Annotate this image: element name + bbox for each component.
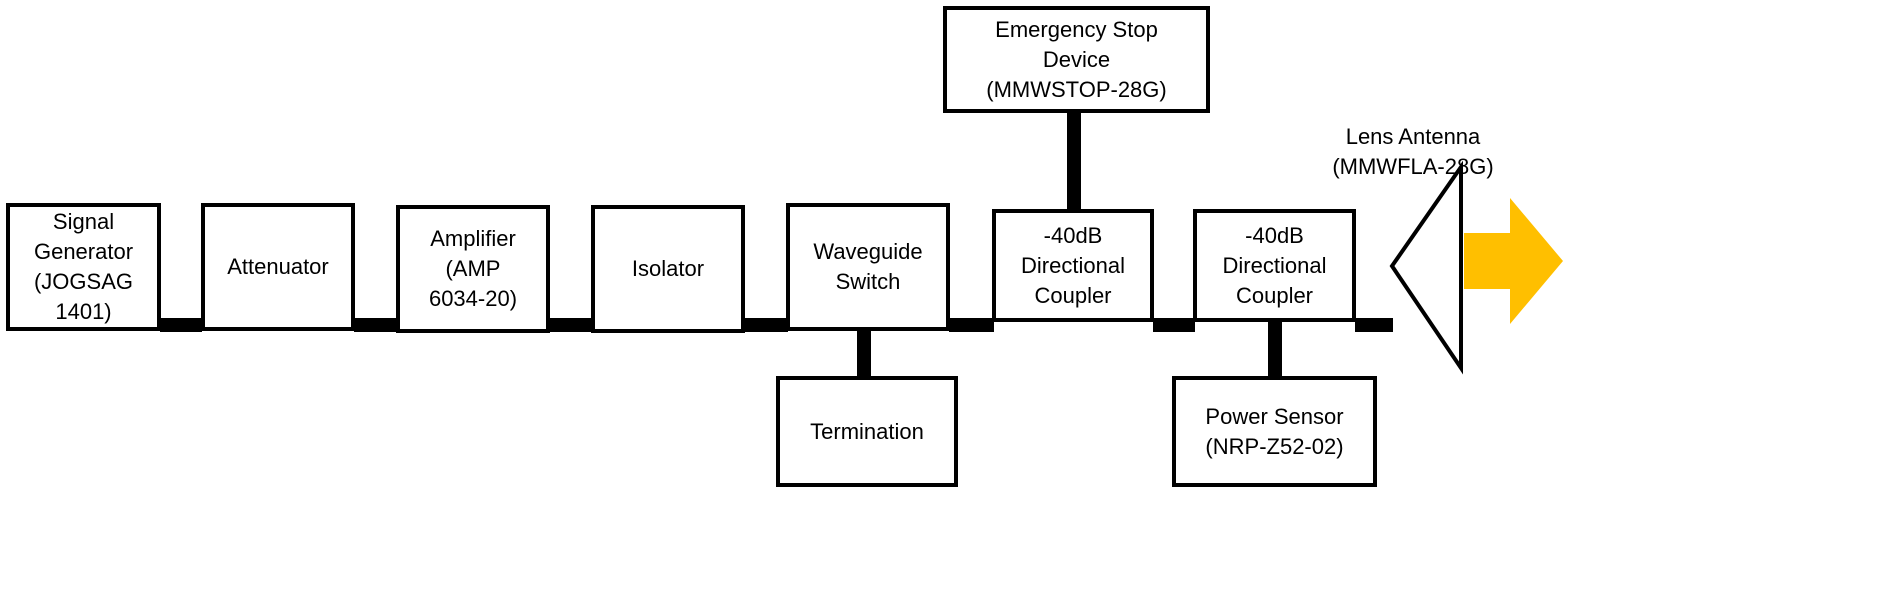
isolator-block: Isolator (591, 205, 745, 333)
link-coupler1-coupler2 (1153, 318, 1195, 332)
waveguide-switch-label: Waveguide Switch (813, 239, 923, 294)
radiation-arrow-icon (1464, 198, 1563, 324)
link-attenuator-amplifier (354, 318, 398, 332)
lens-antenna-label: Lens Antenna (MMWFLA-28G) (1332, 124, 1494, 179)
power-sensor-label: Power Sensor (NRP-Z52-02) (1205, 403, 1344, 459)
termination-label: Termination (810, 418, 924, 444)
link-isolator-switch (744, 318, 788, 332)
signal-generator-label: Signal Generator (JOGSAG 1401) (33, 209, 134, 324)
horn-antenna-icon (1389, 160, 1463, 375)
waveguide-switch-block: Waveguide Switch (786, 203, 950, 331)
attenuator-block: Attenuator (201, 203, 355, 331)
emergency-stop-label: Emergency Stop Device (MMWSTOP-28G) (986, 16, 1167, 102)
link-switch-coupler1 (949, 318, 994, 332)
link-switch-termination (857, 330, 871, 378)
signal-generator-block: Signal Generator (JOGSAG 1401) (6, 203, 161, 331)
coupler-2-block: -40dB Directional Coupler (1193, 209, 1356, 322)
termination-block: Termination (776, 376, 958, 487)
emergency-stop-block: Emergency Stop Device (MMWSTOP-28G) (943, 6, 1210, 113)
amplifier-label: Amplifier (AMP 6034-20) (428, 226, 518, 311)
coupler-2-label: -40dB Directional Coupler (1222, 222, 1327, 308)
link-coupler2-power-sensor (1268, 320, 1282, 378)
link-amplifier-isolator (549, 318, 593, 332)
coupler-1-label: -40dB Directional Coupler (1021, 222, 1125, 308)
coupler-1-block: -40dB Directional Coupler (992, 209, 1154, 322)
attenuator-label: Attenuator (227, 254, 329, 279)
power-sensor-block: Power Sensor (NRP-Z52-02) (1172, 376, 1377, 487)
link-coupler2-antenna (1355, 318, 1393, 332)
link-generator-attenuator (160, 318, 202, 332)
link-coupler1-emergency-stop (1067, 111, 1081, 213)
isolator-label: Isolator (631, 256, 705, 281)
amplifier-block: Amplifier (AMP 6034-20) (396, 205, 550, 333)
